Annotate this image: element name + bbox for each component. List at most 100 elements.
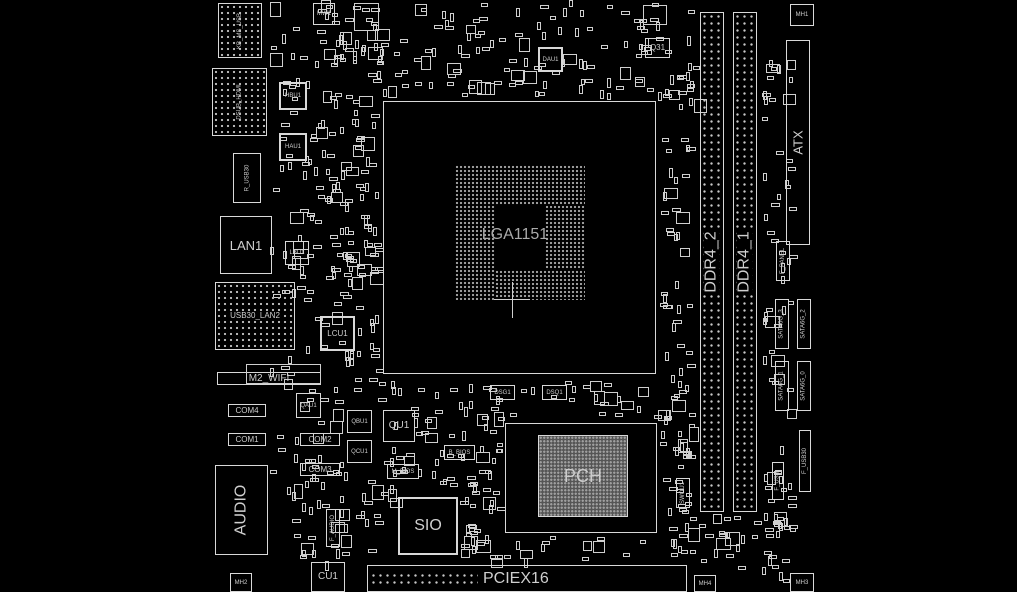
ddr4-1-slot[interactable]: DDR4_1 [733, 12, 757, 512]
sata6g-3-connector[interactable]: SATA6G_3 [775, 299, 789, 349]
smd-pad [310, 137, 318, 142]
mounting-hole-mh4: MH4 [694, 575, 716, 592]
chip-qcu1[interactable]: QCU1 [347, 440, 372, 463]
smd-pad [391, 380, 396, 389]
smd-pad [692, 66, 700, 71]
chip-lcu1[interactable]: LCU1 [320, 316, 355, 351]
smd-pad [541, 31, 546, 40]
smd-pad [689, 412, 697, 417]
usb30-lan2-connector[interactable]: USB30_LAN2 [215, 282, 295, 350]
chip-swou1[interactable]: SWOU1 [676, 478, 690, 508]
smd-pad [568, 0, 573, 8]
smd-pad [777, 194, 782, 201]
com3-header[interactable]: COM3 [300, 463, 340, 476]
audio-connector[interactable]: AUDIO [215, 465, 268, 555]
chip-qbu1[interactable]: QBU1 [347, 410, 372, 433]
f-panel-header[interactable]: F_PANEL [776, 241, 790, 281]
smd-pad [299, 401, 311, 413]
chip-pch[interactable]: PCH [538, 435, 628, 517]
chip-hau1[interactable]: HAU1 [279, 133, 307, 161]
smd-pad [712, 514, 723, 524]
dsub-hdmi-connector[interactable]: DSUB_HDMI [212, 68, 267, 136]
sata6g-0-connector[interactable]: SATA6G_0 [797, 361, 811, 411]
sata6g-1-connector[interactable]: SATA6G_1 [775, 361, 789, 411]
chip-q31[interactable]: Q31 [645, 38, 670, 58]
smd-pad [368, 72, 377, 77]
smd-pad [347, 252, 360, 268]
smd-pad [468, 84, 476, 89]
com1-header[interactable]: COM1 [228, 433, 266, 446]
smd-pad [401, 470, 409, 475]
smd-pad [678, 430, 683, 438]
smd-pad [317, 500, 322, 510]
smd-pad [328, 177, 338, 182]
chip-dsg1[interactable]: DSG1 [490, 385, 515, 400]
smd-pad [468, 400, 473, 410]
smd-pad [434, 24, 443, 29]
smd-pad [332, 243, 341, 248]
smd-pad [492, 457, 497, 464]
chip-mw1[interactable]: MW1 [313, 3, 335, 25]
smd-pad [326, 153, 336, 158]
sata6g-2-connector[interactable]: SATA6G_2 [797, 299, 811, 349]
chip-dau1[interactable]: DAU1 [538, 47, 563, 72]
smd-pad [785, 179, 790, 186]
smd-pad [672, 538, 677, 549]
chip-cu1[interactable]: CU1 [311, 562, 345, 592]
chip-qu1[interactable]: QU1 [383, 410, 415, 442]
cpu-socket[interactable] [383, 101, 656, 374]
smd-pad [353, 388, 362, 393]
smd-pad [689, 516, 697, 521]
smd-pad [302, 171, 307, 180]
smd-pad [316, 185, 324, 190]
smd-pad [623, 41, 628, 49]
smd-pad [503, 555, 512, 560]
component-label: KB_MS_USB [236, 12, 243, 49]
smd-pad [483, 497, 496, 510]
component-label: LBU1 [289, 250, 305, 256]
r-usb30-connector[interactable]: R_USB30 [233, 153, 261, 203]
smd-pad [689, 97, 694, 107]
smd-pad [679, 390, 688, 395]
smd-pad [283, 88, 288, 96]
smd-pad [680, 439, 689, 444]
chip-qau1[interactable]: QAU1 [296, 393, 321, 418]
chip-sio[interactable]: SIO [398, 497, 458, 555]
smd-pad [374, 29, 390, 41]
smd-pad [336, 253, 343, 258]
smd-pad [701, 559, 708, 564]
smd-pad [446, 476, 455, 481]
smd-pad [679, 534, 689, 539]
chip-hbu1[interactable]: HBU1 [279, 82, 307, 110]
f-usb30-header[interactable]: F_USB30 [799, 430, 811, 492]
chip-m-bios[interactable]: M_BIOS [387, 464, 419, 479]
component-label: COM2 [308, 434, 332, 444]
smd-pad [345, 166, 359, 177]
component-label: ATX [790, 130, 806, 155]
com2-header[interactable]: COM2 [300, 433, 340, 446]
smd-pad [592, 541, 605, 553]
atx-connector[interactable]: ATX [786, 40, 810, 245]
smd-pad [684, 501, 692, 506]
chip-dsq1[interactable]: DSQ1 [542, 385, 567, 400]
component-label: SATA6G_2 [801, 309, 807, 339]
ddr4-2-slot[interactable]: DDR4_2 [700, 12, 724, 512]
component-label: MW1 [317, 11, 331, 17]
smd-pad [387, 489, 398, 503]
smd-pad [381, 43, 390, 48]
smd-pad [686, 36, 691, 47]
smd-pad [762, 566, 767, 576]
lan1-connector[interactable]: LAN1 [220, 216, 272, 274]
chip-b-bios[interactable]: B_BIOS [444, 445, 475, 460]
smd-pad [779, 446, 784, 456]
smd-pad [325, 5, 334, 10]
smd-pad [367, 549, 377, 554]
kb-ms-usb-connector[interactable]: KB_MS_USB [218, 3, 262, 58]
com4-header[interactable]: COM4 [228, 404, 266, 417]
chip-lbu1[interactable]: LBU1 [285, 241, 309, 265]
smd-pad [359, 95, 373, 108]
f-usb-header[interactable]: F_USB [772, 462, 784, 500]
f-audio-header[interactable]: F_AUDIO [326, 509, 340, 547]
smd-pad [530, 387, 535, 395]
